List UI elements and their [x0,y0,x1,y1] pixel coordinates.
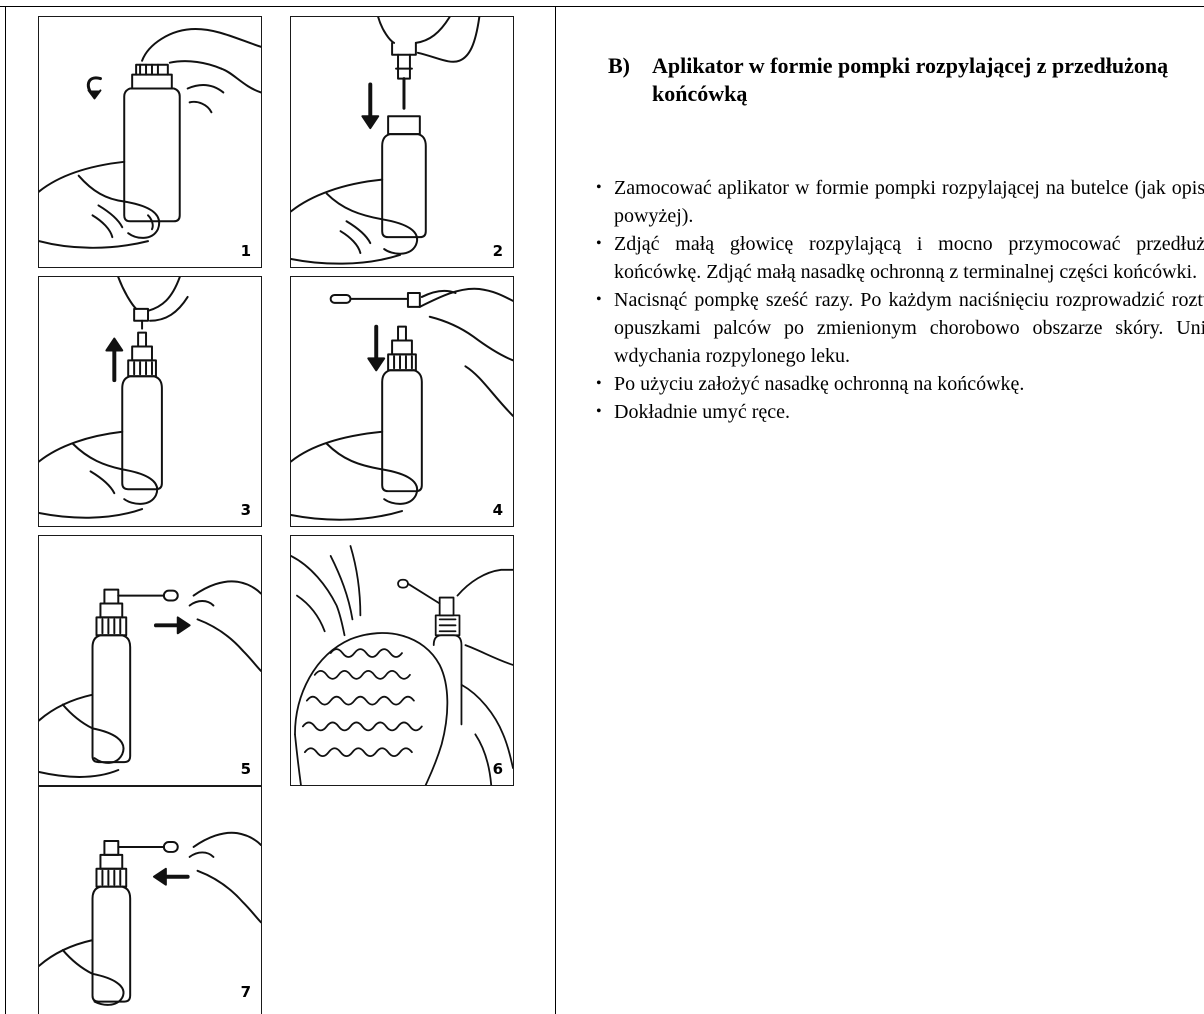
illustration-panel-5: 5 [38,535,262,786]
unscrew-cap-illustration [39,28,261,249]
attach-extended-nozzle-illustration [291,287,513,521]
table-top-border [0,6,1204,7]
step-number: 5 [240,760,251,778]
instruction-item: Nacisnąć pompkę sześć razy. Po każdym na… [594,286,1204,370]
instruction-item: Zdjąć małą głowicę rozpylającą i mocno p… [594,230,1204,286]
illustration-panel-3: 3 [38,276,262,527]
attach-spray-pump-illustration [291,17,481,265]
step-number: 6 [492,760,503,778]
step-number: 2 [492,242,503,260]
apply-to-scalp-illustration [291,545,513,785]
section-heading: B) Aplikator w formie pompki rozpylające… [608,52,1168,108]
table-column-divider [555,6,556,1014]
step-number: 7 [240,983,251,1001]
illustration-panel-6: 6 [290,535,514,786]
instruction-item: Po użyciu założyć nasadkę ochronną na ko… [594,370,1204,398]
instruction-item: Zamocować aplikator w formie pompki rozp… [594,174,1204,230]
replace-protective-cap-illustration [39,831,261,1006]
illustration-panel-4: 4 [290,276,514,527]
step-number: 1 [240,242,251,260]
remove-spray-head-illustration [39,277,189,519]
step-number: 3 [240,501,251,519]
illustration-panel-2: 2 [290,16,514,268]
remove-protective-cap-illustration [39,580,261,778]
section-letter: B) [608,53,630,78]
section-title: Aplikator w formie pompki rozpylającej z… [652,53,1169,106]
instruction-item: Dokładnie umyć ręce. [594,398,1204,426]
illustration-panel-1: 1 [38,16,262,268]
table-left-border [5,6,6,1014]
step-number: 4 [492,501,503,519]
instruction-list: Zamocować aplikator w formie pompki rozp… [594,174,1204,426]
illustration-panel-7: 7 [38,786,262,1014]
